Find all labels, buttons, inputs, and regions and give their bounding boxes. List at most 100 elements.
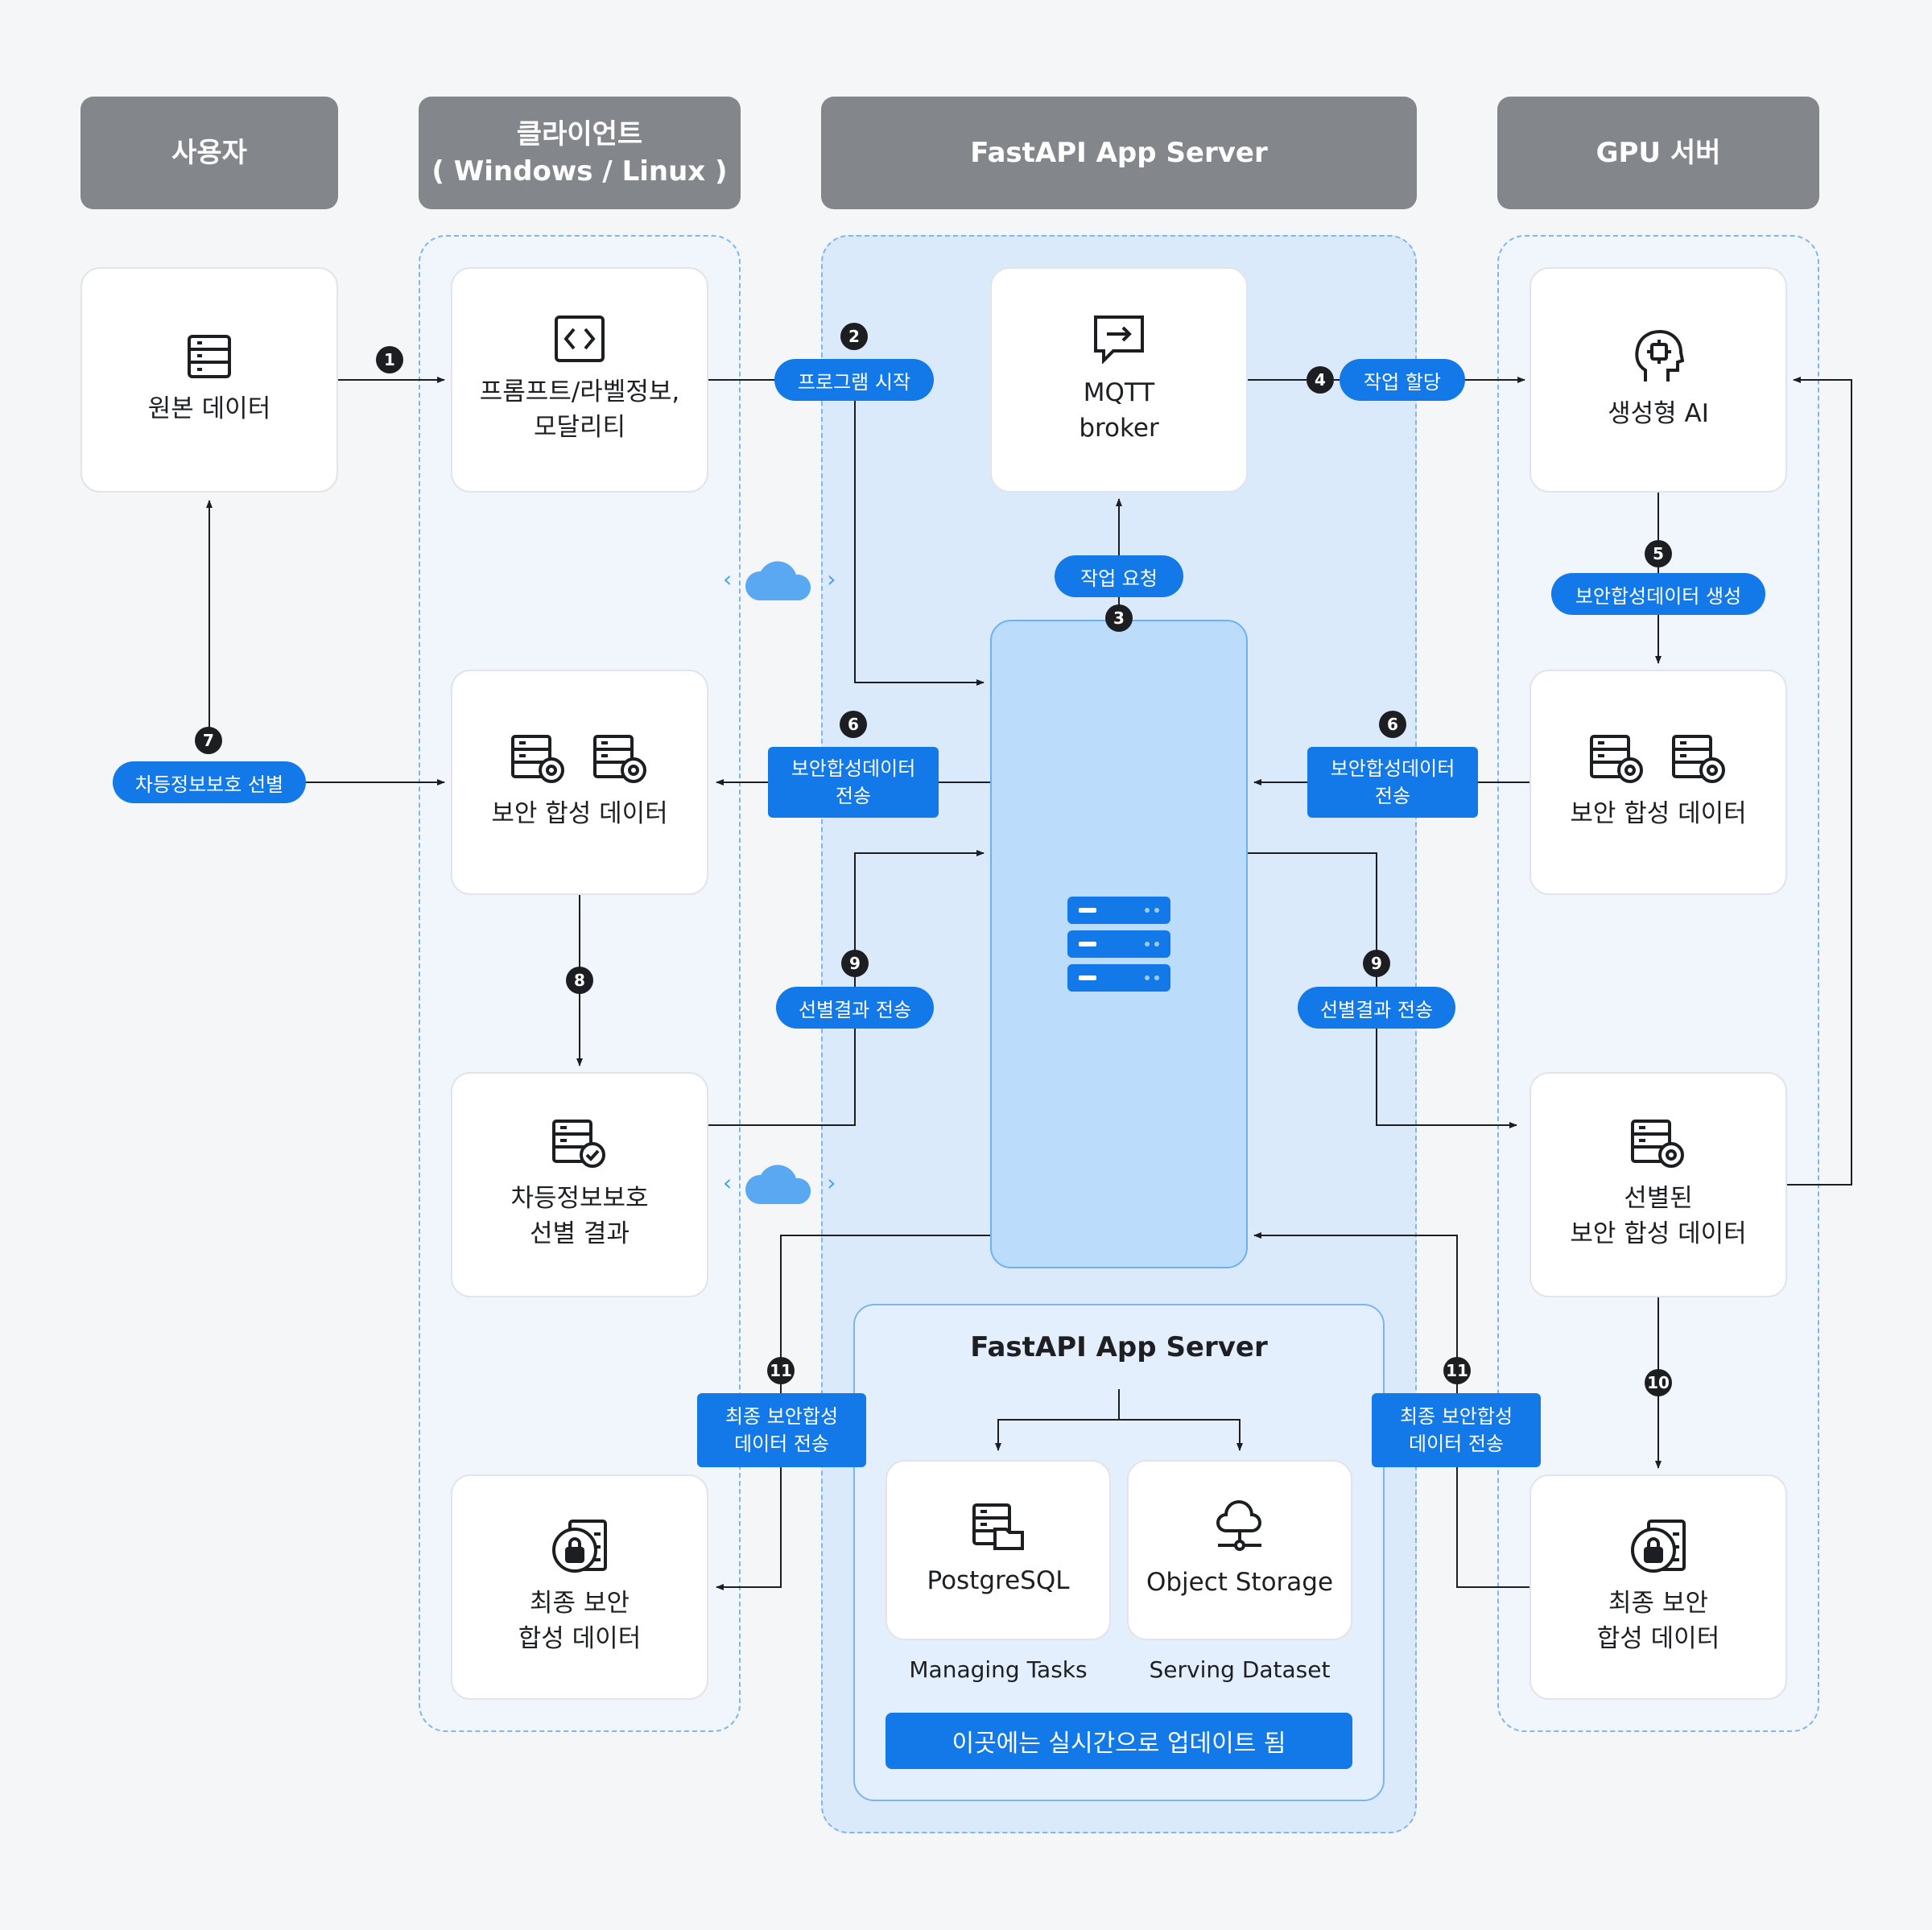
step-label-11-left-line2: 데이터 전송	[733, 1433, 830, 1455]
card-final-client: 최종 보안 합성 데이터	[451, 1474, 708, 1700]
card-generative-ai: 생성형 AI	[1530, 267, 1787, 493]
lock-database-icon	[552, 1520, 607, 1573]
step-badge-6-right: 6	[1379, 711, 1406, 738]
card-mqtt-line2: broker	[1079, 414, 1159, 443]
chevron-left-icon: ‹	[723, 1169, 733, 1196]
object-storage-caption: Serving Dataset	[1149, 1656, 1331, 1683]
step-label-4: 작업 할당	[1340, 359, 1465, 401]
realtime-update-text: 이곳에는 실시간으로 업데이트 됨	[952, 1730, 1286, 1758]
table-icon	[188, 335, 231, 378]
step-label-11-right-line1: 최종 보안합성	[1399, 1405, 1513, 1428]
realtime-update-banner: 이곳에는 실시간으로 업데이트 됨	[886, 1713, 1352, 1769]
edge-2	[708, 379, 985, 686]
card-postgresql-label: PostgreSQL	[927, 1566, 1070, 1595]
step-badge-8: 8	[566, 967, 593, 994]
card-source-data: 원본 데이터	[80, 267, 338, 493]
ai-head-icon	[1635, 329, 1684, 381]
step-badge-5: 5	[1645, 540, 1672, 567]
database-gear-icon	[1631, 1120, 1684, 1168]
database-gear-icon	[1672, 735, 1725, 783]
card-final-client-line2: 합성 데이터	[518, 1624, 642, 1653]
message-arrow-icon	[1094, 315, 1144, 364]
step-label-6-right-line2: 전송	[1374, 785, 1411, 807]
card-mqtt-line1: MQTT	[1083, 378, 1155, 407]
header-user: 사용자	[80, 97, 338, 209]
card-gpu-synthetic-data: 보안 합성 데이터	[1530, 670, 1787, 895]
cloud-network-icon	[1216, 1500, 1261, 1551]
cloud-icon	[745, 561, 811, 600]
card-generative-ai-label: 생성형 AI	[1608, 399, 1709, 428]
step-label-11-left-line1: 최종 보안합성	[724, 1405, 839, 1428]
step-label-5: 보안합성데이터 생성	[1551, 573, 1765, 615]
chevron-right-icon: ›	[827, 1169, 836, 1196]
cloud-connection-upper: ‹ ›	[723, 555, 836, 602]
step-badge-11-left: 11	[767, 1357, 795, 1384]
card-client-synthetic-label: 보안 합성 데이터	[491, 799, 668, 828]
step-badge-4: 4	[1307, 366, 1334, 394]
edge-feedback	[1787, 377, 1852, 1186]
card-final-gpu-line2: 합성 데이터	[1596, 1624, 1720, 1653]
step-badge-6-left: 6	[840, 711, 867, 738]
step-label-11-left: 최종 보안합성 데이터 전송	[697, 1393, 866, 1467]
step-label-11-right: 최종 보안합성 데이터 전송	[1372, 1393, 1541, 1467]
card-mqtt-broker: MQTT broker	[990, 267, 1248, 493]
step-badge-7: 7	[195, 727, 222, 754]
card-final-gpu: 최종 보안 합성 데이터	[1530, 1474, 1787, 1700]
header-server: FastAPI App Server	[821, 97, 1417, 209]
database-gear-icon	[511, 735, 564, 783]
card-postgresql: PostgreSQL	[886, 1460, 1111, 1640]
step-label-9-left: 선별결과 전송	[776, 987, 934, 1029]
cloud-connection-lower: ‹ ›	[723, 1159, 836, 1206]
step-label-6-left-line2: 전송	[835, 785, 872, 807]
card-object-storage-label: Object Storage	[1146, 1568, 1334, 1597]
step-label-6-right-line1: 보안합성데이터	[1330, 757, 1455, 780]
database-gear-icon	[593, 735, 646, 783]
header-gpu-text: GPU 서버	[1596, 137, 1721, 169]
header-client: 클라이언트 ( Windows / Linux )	[419, 97, 741, 209]
card-selection-result: 차등정보보호 선별 결과	[451, 1072, 708, 1297]
card-object-storage: Object Storage	[1127, 1460, 1352, 1640]
header-client-line2: ( Windows / Linux )	[431, 155, 728, 188]
step-label-9-right: 선별결과 전송	[1298, 987, 1455, 1029]
header-user-text: 사용자	[171, 137, 247, 169]
lock-database-icon	[1631, 1520, 1686, 1573]
step-badge-1: 1	[376, 346, 403, 373]
postgresql-caption: Managing Tasks	[909, 1656, 1088, 1683]
header-server-text: FastAPI App Server	[970, 137, 1268, 169]
step-badge-3: 3	[1105, 604, 1133, 632]
edge-sub-storage	[1119, 1419, 1243, 1451]
card-client-synthetic-data: 보안 합성 데이터	[451, 670, 708, 895]
cloud-icon	[745, 1165, 811, 1204]
step-badge-9-right: 9	[1363, 950, 1390, 977]
step-badge-9-left: 9	[841, 950, 869, 977]
card-source-data-label: 원본 데이터	[147, 394, 271, 423]
code-icon	[555, 315, 605, 362]
card-selected-line2: 보안 합성 데이터	[1570, 1219, 1747, 1248]
step-label-3: 작업 요청	[1055, 555, 1183, 597]
step-badge-2: 2	[840, 323, 868, 350]
server-rack-icon	[1067, 897, 1170, 992]
step-badge-10: 10	[1645, 1369, 1672, 1396]
step-label-6-left: 보안합성데이터 전송	[768, 747, 939, 818]
card-final-client-line1: 최종 보안	[530, 1589, 630, 1618]
step-label-6-left-line1: 보안합성데이터	[791, 757, 916, 780]
card-prompt-line1: 프롬프트/라벨정보,	[479, 377, 680, 406]
card-prompt-line2: 모달리티	[533, 413, 626, 442]
card-selected-synthetic-data: 선별된 보안 합성 데이터	[1530, 1072, 1787, 1297]
chevron-right-icon: ›	[827, 565, 836, 592]
card-gpu-synthetic-label: 보안 합성 데이터	[1570, 799, 1747, 828]
header-gpu: GPU 서버	[1497, 97, 1819, 209]
database-folder-icon	[972, 1503, 1024, 1550]
edge-sub-db	[995, 1389, 1120, 1451]
sub-server-title: FastAPI App Server	[970, 1331, 1268, 1363]
step-label-7: 차등정보보호 선별	[113, 761, 306, 803]
database-gear-icon	[1590, 735, 1643, 783]
card-selection-line1: 차등정보보호	[510, 1184, 649, 1213]
database-check-icon	[552, 1120, 605, 1168]
chevron-left-icon: ‹	[723, 565, 733, 592]
card-selection-line2: 선별 결과	[530, 1219, 630, 1248]
header-client-line1: 클라이언트	[516, 118, 643, 151]
card-prompt: 프롬프트/라벨정보, 모달리티	[451, 267, 708, 493]
card-selected-line1: 선별된	[1624, 1184, 1693, 1213]
